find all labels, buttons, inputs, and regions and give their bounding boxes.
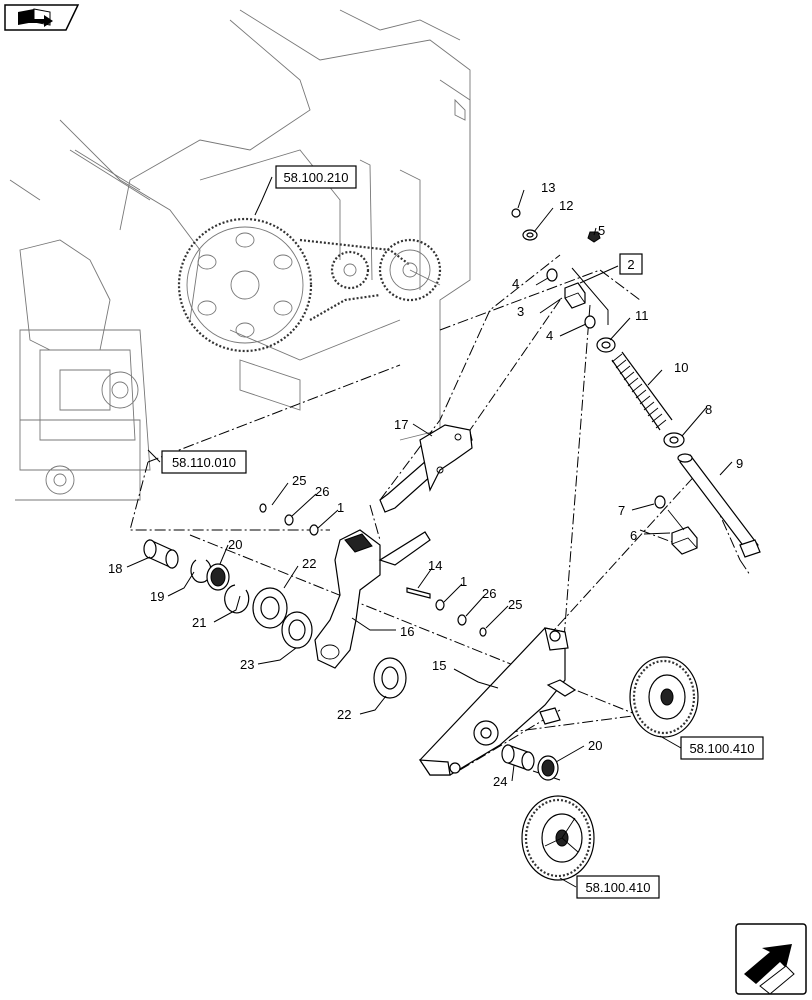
part-11-washer bbox=[596, 337, 616, 353]
part-26-washer-left bbox=[284, 514, 294, 526]
pulley-upper bbox=[629, 656, 699, 738]
part-25-pin-right bbox=[479, 627, 487, 637]
part-14-pin bbox=[406, 587, 431, 599]
ref-box-2[interactable]: 2 bbox=[619, 253, 643, 275]
machine-frame bbox=[9, 9, 471, 501]
ref-label-58-110-010: 58.110.010 bbox=[172, 455, 236, 470]
ref-box-58-100-210[interactable]: 58.100.210 bbox=[275, 165, 357, 189]
part-10-spring bbox=[611, 351, 673, 431]
callout-3: 3 bbox=[517, 304, 524, 319]
callout-11: 11 bbox=[635, 308, 649, 323]
callout-17: 17 bbox=[394, 417, 408, 432]
callout-1-right: 1 bbox=[460, 574, 467, 589]
small-sprockets bbox=[330, 238, 442, 302]
ref-label-58-100-410-lower: 58.100.410 bbox=[585, 880, 650, 895]
callout-22-upper: 22 bbox=[302, 556, 316, 571]
callout-8: 8 bbox=[705, 402, 712, 417]
part-1-ring-right bbox=[435, 599, 445, 611]
callout-4-upper: 4 bbox=[512, 276, 519, 291]
callout-13: 13 bbox=[541, 180, 555, 195]
callout-14: 14 bbox=[428, 558, 442, 573]
part-7-pin bbox=[654, 495, 666, 509]
callout-18: 18 bbox=[108, 561, 122, 576]
part-18-bushing bbox=[143, 539, 179, 569]
part-20-seal-left bbox=[206, 563, 230, 591]
part-9-rod bbox=[677, 453, 761, 558]
part-1-ring-left bbox=[309, 524, 319, 536]
callout-9: 9 bbox=[736, 456, 743, 471]
part-8-washer bbox=[663, 432, 685, 448]
callout-1-left: 1 bbox=[337, 500, 344, 515]
part-25-pin-left bbox=[259, 503, 267, 513]
ref-label-2: 2 bbox=[627, 257, 634, 272]
callout-26-right: 26 bbox=[482, 586, 496, 601]
leader-lines bbox=[126, 176, 733, 888]
part-26-washer-right bbox=[457, 614, 467, 626]
part-20-seal-right bbox=[537, 755, 559, 781]
callout-16: 16 bbox=[400, 624, 414, 639]
callout-20-right: 20 bbox=[588, 738, 602, 753]
pulley-lower bbox=[521, 795, 595, 881]
callout-25-left: 25 bbox=[292, 473, 306, 488]
ref-label-58-100-410-upper: 58.100.410 bbox=[689, 741, 754, 756]
part-24-bushing bbox=[501, 744, 535, 771]
book-arrow-icon[interactable] bbox=[4, 4, 80, 31]
callout-10: 10 bbox=[674, 360, 688, 375]
callout-23: 23 bbox=[240, 657, 254, 672]
callout-26-left: 26 bbox=[315, 484, 329, 499]
callout-24: 24 bbox=[493, 774, 507, 789]
ref-label-58-100-210: 58.100.210 bbox=[283, 170, 348, 185]
part-5-bolt bbox=[587, 231, 601, 243]
main-sprocket bbox=[177, 217, 411, 353]
callout-21: 21 bbox=[192, 615, 206, 630]
callout-20-left: 20 bbox=[228, 537, 242, 552]
callout-4-lower: 4 bbox=[546, 328, 553, 343]
callout-22-lower: 22 bbox=[337, 707, 351, 722]
part-3-block bbox=[564, 282, 586, 309]
part-4-pin-upper bbox=[546, 268, 558, 282]
callout-7: 7 bbox=[618, 503, 625, 518]
part-23-washer bbox=[281, 611, 313, 649]
ref-box-58-100-410-upper[interactable]: 58.100.410 bbox=[680, 736, 764, 760]
ref-box-58-110-010[interactable]: 58.110.010 bbox=[161, 450, 247, 474]
ref-box-58-100-410-lower[interactable]: 58.100.410 bbox=[576, 875, 660, 899]
callout-19: 19 bbox=[150, 589, 164, 604]
part-13-pin bbox=[511, 208, 521, 218]
part-15-plate bbox=[418, 627, 577, 776]
callout-6: 6 bbox=[630, 528, 637, 543]
callout-5: 5 bbox=[598, 223, 605, 238]
part-6-block bbox=[667, 509, 698, 555]
part-4-pin-lower bbox=[584, 315, 596, 329]
part-12-washer bbox=[522, 229, 538, 241]
callout-25-right: 25 bbox=[508, 597, 522, 612]
part-22-washer-upper bbox=[252, 587, 288, 629]
next-page-arrow-icon[interactable] bbox=[735, 923, 807, 995]
part-22-washer-lower bbox=[373, 657, 407, 699]
callout-15: 15 bbox=[432, 658, 446, 673]
part-19-circlip bbox=[190, 559, 212, 583]
part-17-link bbox=[379, 424, 473, 513]
callout-numbers: 13 12 5 4 3 4 11 10 8 9 7 6 17 25 26 1 1… bbox=[108, 180, 743, 789]
part-16-arm bbox=[314, 529, 431, 669]
callout-12: 12 bbox=[559, 198, 573, 213]
